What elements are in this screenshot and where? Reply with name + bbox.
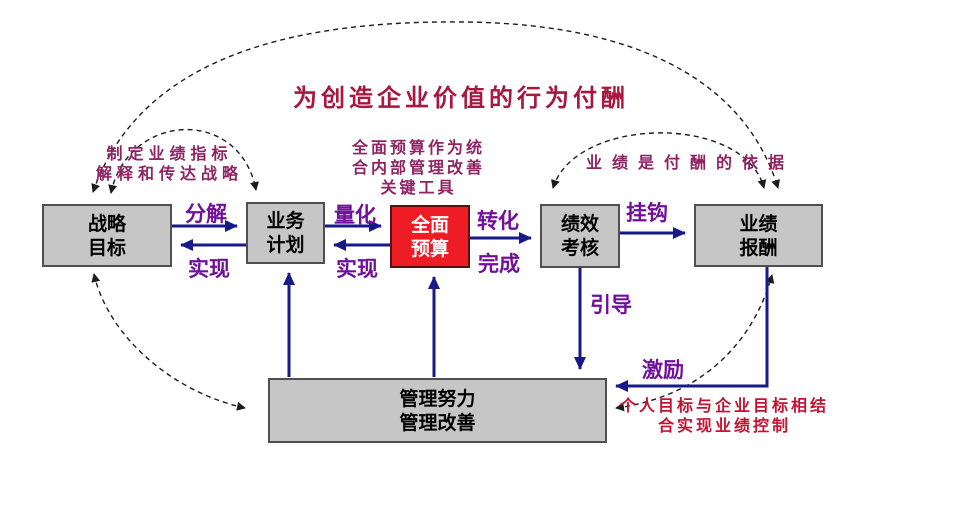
dashed-arc-strategic-to-business xyxy=(108,128,259,194)
box-business-plan-line2: 计划 xyxy=(266,234,305,256)
box-performance-assessment-line2: 考核 xyxy=(560,237,599,259)
box-strategic-goals: 战略 目标 xyxy=(42,204,172,267)
note-performance-basis-of-pay: 业绩是付酬的依据 xyxy=(586,153,795,172)
note-bottom-line1: 个人目标与企业目标相结 xyxy=(620,396,830,415)
label-link: 挂钩 xyxy=(626,201,668,225)
label-complete: 完成 xyxy=(478,252,520,276)
box-performance-reward-line2: 报酬 xyxy=(739,236,778,259)
box-strategic-goals-line2: 目标 xyxy=(87,236,126,259)
label-quantify: 量化 xyxy=(334,203,376,227)
box-comprehensive-budget-line2: 预算 xyxy=(410,237,449,260)
note-left-line1: 制定业绩指标 xyxy=(106,144,233,163)
note-personal-corporate-goals: 个人目标与企业目标相结 合实现业绩控制 xyxy=(620,396,829,436)
box-comprehensive-budget-line1: 全面 xyxy=(410,213,449,236)
dashed-curve-strategic-to-management xyxy=(91,273,246,411)
box-business-plan: 业务 计划 xyxy=(246,202,325,264)
dashed-curve-management-to-reward xyxy=(615,274,775,412)
box-performance-reward-line1: 业绩 xyxy=(739,212,778,235)
box-management-effort-line2: 管理改善 xyxy=(399,411,476,434)
note-center-line2: 合内部管理改善 xyxy=(352,158,486,177)
dashed-arc-assessment-to-reward xyxy=(551,132,767,189)
label-motivate: 激励 xyxy=(642,358,684,382)
note-budget-as-key-tool: 全面预算作为统 合内部管理改善 关键工具 xyxy=(352,138,485,198)
label-realize-left: 实现 xyxy=(188,257,230,281)
note-bottom-line2: 合实现业绩控制 xyxy=(658,416,792,435)
note-center-line3: 关键工具 xyxy=(380,178,457,197)
box-performance-reward: 业绩 报酬 xyxy=(694,204,823,267)
label-decompose: 分解 xyxy=(185,202,227,226)
note-left-line2: 解释和传达战略 xyxy=(96,164,244,183)
diagram-title: 为创造企业价值的行为付酬 xyxy=(293,84,629,112)
box-business-plan-line1: 业务 xyxy=(266,210,305,232)
label-transform: 转化 xyxy=(477,209,519,233)
label-realize-mid: 实现 xyxy=(336,257,378,281)
box-management-effort: 管理努力 管理改善 xyxy=(268,378,607,443)
note-center-line1: 全面预算作为统 xyxy=(352,138,486,157)
label-guide: 引导 xyxy=(590,293,632,317)
arrow-reward-to-management xyxy=(615,267,769,392)
box-performance-assessment-line1: 绩效 xyxy=(560,213,599,235)
box-performance-assessment: 绩效 考核 xyxy=(540,204,620,268)
box-strategic-goals-line1: 战略 xyxy=(87,212,126,235)
box-comprehensive-budget: 全面 预算 xyxy=(390,205,470,268)
box-management-effort-line1: 管理努力 xyxy=(399,387,476,410)
note-set-performance-indicators: 制定业绩指标 解释和传达战略 xyxy=(96,144,243,184)
